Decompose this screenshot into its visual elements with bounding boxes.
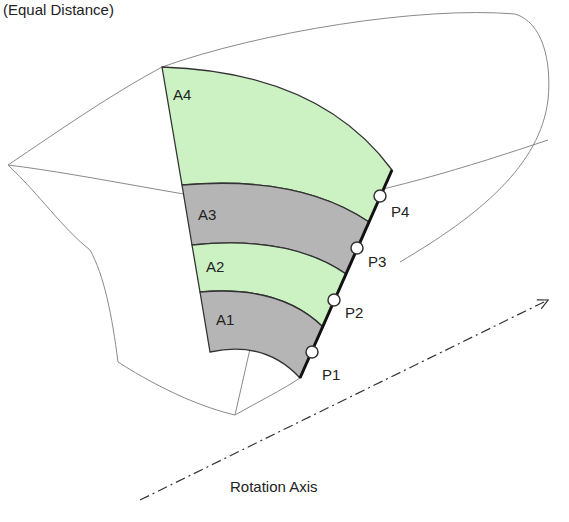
- point-marker: [351, 242, 363, 254]
- meridian-line: [300, 170, 392, 378]
- point-marker: [306, 346, 318, 358]
- note-label: (Equal Distance): [3, 1, 114, 18]
- surface-edge: [118, 362, 300, 415]
- area-label: A2: [206, 258, 224, 275]
- area-label: A3: [198, 206, 216, 223]
- point-label: P2: [345, 304, 363, 321]
- point-marker: [328, 294, 340, 306]
- area-label: A4: [173, 86, 191, 103]
- point-label: P4: [391, 203, 409, 220]
- surface-edge: [8, 165, 118, 362]
- area-label: A1: [216, 311, 234, 328]
- point-label: P1: [322, 366, 340, 383]
- axis-label: Rotation Axis: [230, 478, 318, 495]
- surface-edge: [8, 67, 162, 165]
- surface-edge: [400, 100, 548, 262]
- rotation-axis: [140, 300, 548, 500]
- point-label: P3: [368, 253, 386, 270]
- point-marker: [374, 190, 386, 202]
